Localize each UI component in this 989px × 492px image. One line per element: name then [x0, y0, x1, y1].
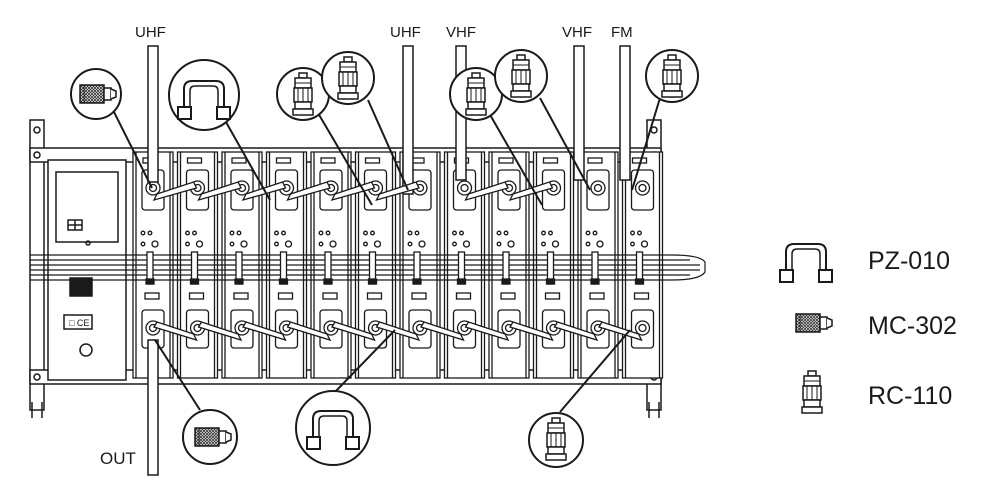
- callout-f-connector-1: [70, 68, 122, 120]
- bridge-link: [197, 181, 243, 342]
- cable-tie: [501, 251, 511, 285]
- cable-connector-icon: [801, 370, 823, 414]
- bridge-link: [598, 321, 643, 342]
- legend-label-pz-010: PZ-010: [868, 247, 950, 275]
- callout-cable-connector-5: [645, 49, 699, 103]
- callouts: [70, 49, 699, 468]
- band-label-vhf-1: VHF: [446, 24, 476, 41]
- callout-cable-connector-6: [528, 412, 584, 468]
- bridge-link: [330, 181, 376, 342]
- cable-tie: [145, 251, 155, 285]
- callout-cable-connector-4: [494, 49, 548, 103]
- callout-bridge-1: [168, 59, 240, 131]
- cable-tie: [278, 251, 289, 285]
- band-label-vhf-2: VHF: [562, 24, 592, 41]
- bridge-link: [375, 181, 421, 342]
- bridge-link: [286, 181, 332, 342]
- callout-cable-connector-2: [321, 51, 375, 105]
- output-cable: [147, 339, 159, 476]
- svg-text:□ CE: □ CE: [69, 318, 89, 328]
- bridge-link: [464, 181, 510, 342]
- output-label: OUT: [100, 449, 136, 468]
- cable-tie: [456, 251, 467, 285]
- legend-label-mc-302: MC-302: [868, 312, 957, 340]
- cable-tie: [590, 251, 600, 285]
- bridge-link: [553, 321, 599, 342]
- cable-tie: [323, 251, 333, 285]
- bridge-connector-icon: [779, 243, 833, 283]
- band-label-fm: FM: [611, 24, 633, 41]
- legend-item-mc-302: MC-302: [795, 312, 957, 340]
- cable-tie: [545, 251, 556, 285]
- cable-tie: [234, 251, 244, 285]
- cable-tie: [634, 251, 645, 285]
- legend-item-rc-110: RC-110: [801, 370, 952, 414]
- cable-tie: [189, 251, 200, 285]
- band-label-uhf-2: UHF: [390, 24, 421, 41]
- legend: PZ-010 MC-302 RC-110: [779, 243, 957, 414]
- legend-item-pz-010: PZ-010: [779, 243, 950, 283]
- cable-harness: [30, 254, 706, 281]
- band-label-uhf-1: UHF: [135, 24, 166, 41]
- f-connector-icon: [795, 313, 833, 333]
- legend-label-rc-110: RC-110: [868, 382, 952, 410]
- cable-tie: [367, 251, 378, 285]
- callout-f-connector-2: [182, 409, 238, 465]
- cable-ties: [145, 251, 645, 285]
- callout-bridge-2: [295, 390, 371, 466]
- bridge-links: [152, 181, 643, 342]
- bridge-link: [508, 181, 554, 342]
- band-labels: UHF UHF VHF VHF FM: [135, 24, 633, 41]
- callout-leaders: [111, 97, 661, 413]
- bridge-link: [152, 181, 198, 342]
- bridge-link: [420, 321, 465, 342]
- cable-tie: [412, 251, 422, 285]
